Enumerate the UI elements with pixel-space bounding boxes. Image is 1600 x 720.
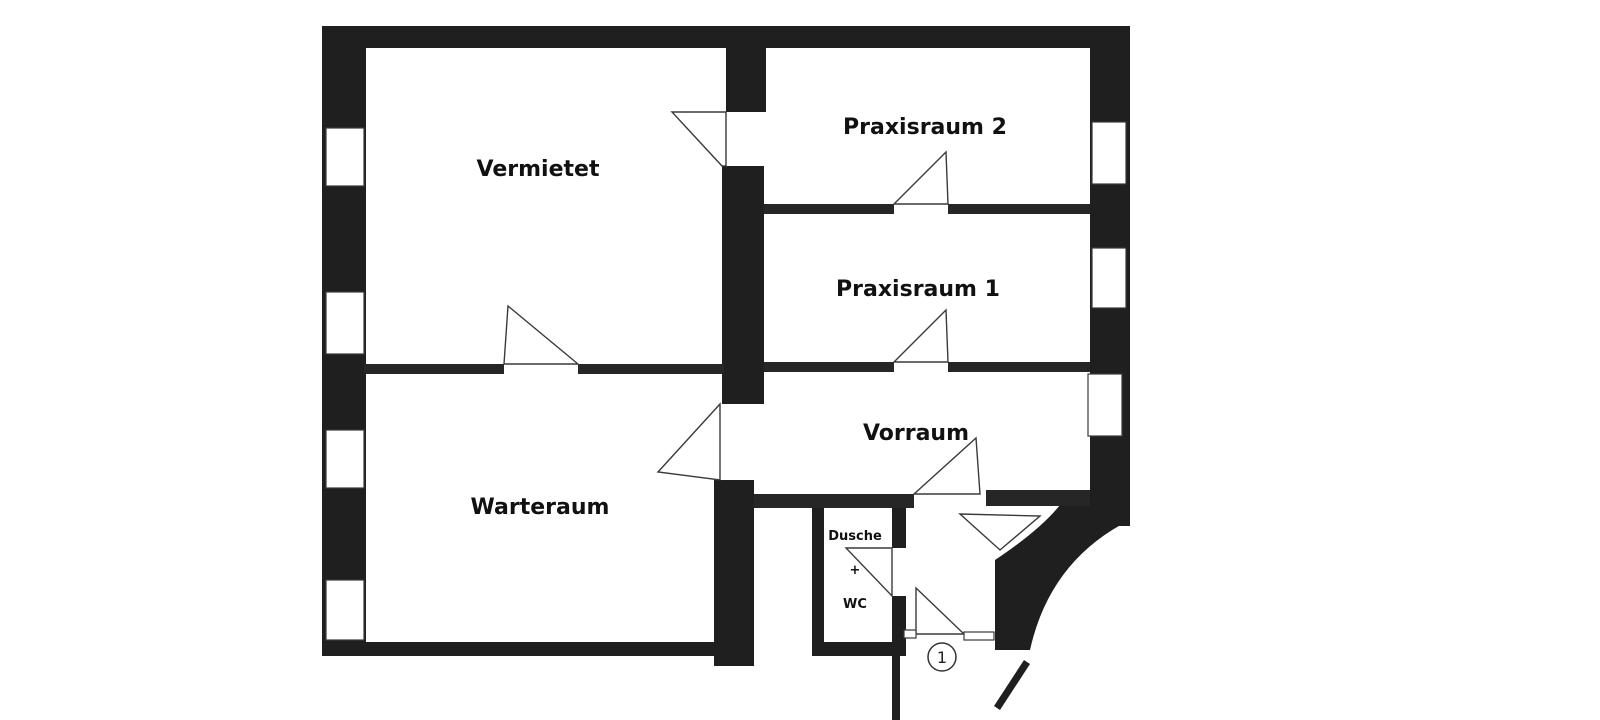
wall-vorraum-bottom-left bbox=[754, 494, 914, 508]
wall-vermietet-warteraum-right bbox=[578, 364, 724, 374]
window-right-2 bbox=[1091, 247, 1127, 309]
window-right-1 bbox=[1091, 121, 1127, 185]
window-left-3 bbox=[325, 429, 365, 489]
central-wall-middle bbox=[722, 166, 764, 404]
wall-vorraum-bottom-right bbox=[986, 490, 1090, 506]
stair-line-right bbox=[994, 660, 1030, 710]
room-label-vorraum: Vorraum bbox=[863, 421, 969, 446]
wall-praxis1-vorraum-right bbox=[948, 362, 1090, 372]
door-swing-praxisraum-2-lower bbox=[892, 150, 949, 205]
entrance-threshold bbox=[963, 631, 995, 641]
bathroom-wall-left bbox=[812, 508, 824, 656]
entrance-marker-circle bbox=[927, 642, 957, 672]
bathroom-wall-right-top bbox=[892, 508, 906, 548]
room-label-praxisraum-1: Praxisraum 1 bbox=[836, 277, 1000, 302]
wall-vermietet-warteraum-left bbox=[364, 364, 504, 374]
bathroom-threshold bbox=[903, 629, 917, 639]
door-swing-warteraum bbox=[656, 402, 721, 481]
door-swing-entrance bbox=[915, 586, 966, 635]
room-label-warteraum: Warteraum bbox=[471, 495, 610, 520]
window-left-1 bbox=[325, 127, 365, 187]
room-label-wc: WC bbox=[843, 597, 867, 612]
door-swing-hall-right bbox=[958, 513, 1042, 551]
entrance-marker: 1 bbox=[927, 642, 957, 672]
central-wall-top bbox=[726, 26, 766, 112]
room-label-plus: + bbox=[850, 563, 861, 578]
wall-praxis2-praxis1-left bbox=[764, 204, 894, 214]
door-swing-praxisraum-2 bbox=[670, 111, 727, 167]
room-label-vermietet: Vermietet bbox=[477, 157, 600, 182]
door-swing-vermietet bbox=[503, 304, 580, 365]
door-swing-praxisraum-1 bbox=[892, 308, 949, 363]
bathroom-wall-right-bottom bbox=[892, 596, 906, 656]
central-wall-bottom bbox=[714, 480, 754, 666]
window-right-3 bbox=[1087, 373, 1123, 437]
entrance-marker-number: 1 bbox=[937, 648, 947, 667]
wall-praxis2-praxis1-right bbox=[948, 204, 1090, 214]
outer-wall-bottom bbox=[322, 642, 722, 656]
outer-wall-corner bbox=[995, 490, 1130, 650]
window-left-4 bbox=[325, 579, 365, 641]
room-label-dusche: Dusche bbox=[828, 529, 882, 544]
window-left-2 bbox=[325, 291, 365, 355]
stair-line-left bbox=[892, 656, 900, 720]
bathroom-wall-bottom bbox=[812, 642, 906, 656]
wall-praxis1-vorraum-left bbox=[764, 362, 894, 372]
door-swing-bathroom bbox=[844, 547, 893, 598]
door-swing-vorraum bbox=[912, 436, 981, 495]
room-label-praxisraum-2: Praxisraum 2 bbox=[843, 115, 1007, 140]
